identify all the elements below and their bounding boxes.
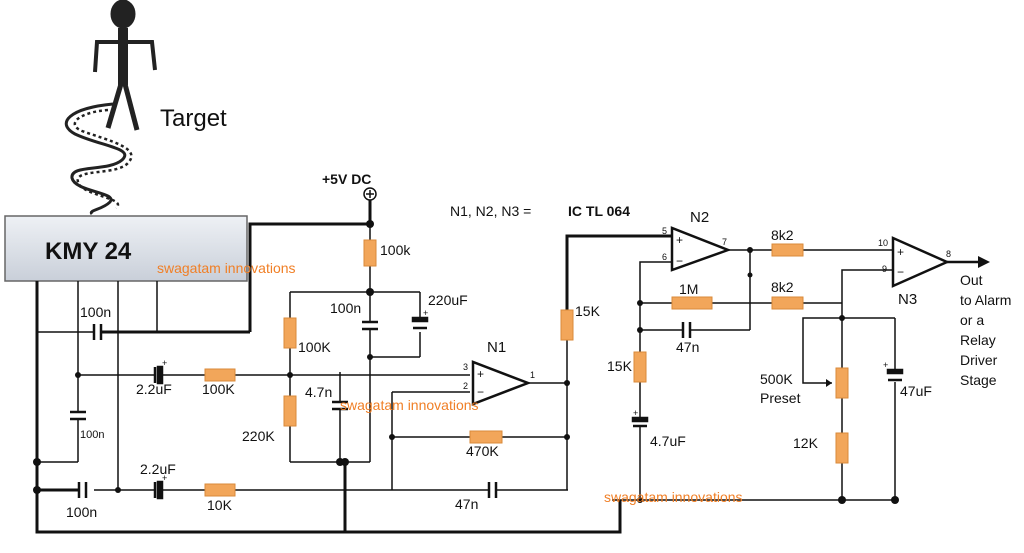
preset-500k xyxy=(835,367,849,399)
svg-text:8: 8 xyxy=(946,249,951,259)
svg-text:Preset: Preset xyxy=(760,390,801,406)
resistor-100k-series xyxy=(204,368,236,382)
target-person-icon xyxy=(93,0,157,131)
ic-note-prefix: N1, N2, N3 = xyxy=(450,203,531,219)
svg-text:+: + xyxy=(633,408,638,418)
svg-text:9: 9 xyxy=(882,264,887,274)
resistor-12k xyxy=(835,432,849,464)
svg-text:10: 10 xyxy=(878,238,888,248)
svg-text:220uF: 220uF xyxy=(428,292,468,308)
opamp-n2-label: N2 xyxy=(690,209,709,226)
watermark-text: swagatam innovations xyxy=(157,260,296,276)
svg-text:Stage: Stage xyxy=(960,372,997,388)
svg-text:1: 1 xyxy=(530,370,535,380)
infrared-wave-icon xyxy=(64,102,133,216)
resistor-100k-top xyxy=(363,239,377,267)
svg-text:2: 2 xyxy=(463,381,468,391)
resistors xyxy=(204,239,849,497)
component-labels: +5V DC N1, N2, N3 = IC TL 064 100k 220uF… xyxy=(66,171,932,520)
resistor-470k xyxy=(469,430,503,444)
svg-text:+: + xyxy=(162,473,167,483)
svg-text:2.2uF: 2.2uF xyxy=(140,461,176,477)
svg-text:+: + xyxy=(883,360,888,370)
svg-text:Driver: Driver xyxy=(960,352,998,368)
supply-terminal-icon xyxy=(363,187,377,201)
svg-text:15K: 15K xyxy=(607,358,633,374)
svg-text:100K: 100K xyxy=(202,381,235,397)
svg-text:−: − xyxy=(477,385,484,399)
svg-text:100n: 100n xyxy=(66,504,97,520)
svg-text:220K: 220K xyxy=(242,428,275,444)
sensor-label: KMY 24 xyxy=(45,238,132,265)
svg-text:or a: or a xyxy=(960,312,984,328)
svg-text:100k: 100k xyxy=(380,242,411,258)
opamp-n1-label: N1 xyxy=(487,339,506,356)
watermarks: swagatam innovations swagatam innovation… xyxy=(157,260,743,505)
resistor-8k2-bottom xyxy=(771,296,804,310)
svg-text:100n: 100n xyxy=(80,304,111,320)
svg-text:15K: 15K xyxy=(575,303,601,319)
svg-text:−: − xyxy=(897,265,904,279)
target-label: Target xyxy=(160,105,227,132)
kmy24-sensor-module xyxy=(4,215,248,282)
svg-text:Relay: Relay xyxy=(960,332,996,348)
svg-text:10K: 10K xyxy=(207,497,233,513)
resistor-15k-left xyxy=(633,351,647,383)
svg-text:Out: Out xyxy=(960,272,983,288)
svg-text:47n: 47n xyxy=(455,496,478,512)
capacitors xyxy=(70,316,904,500)
svg-text:+: + xyxy=(162,358,167,368)
svg-text:+: + xyxy=(477,367,484,381)
resistor-220k xyxy=(283,395,297,427)
output-label: Out to Alarm or a Relay Driver Stage xyxy=(960,272,1011,388)
resistor-10k xyxy=(204,483,236,497)
svg-text:+: + xyxy=(897,245,904,259)
svg-text:6: 6 xyxy=(662,252,667,262)
svg-text:470K: 470K xyxy=(466,443,499,459)
svg-text:12K: 12K xyxy=(793,435,819,451)
svg-text:1M: 1M xyxy=(679,281,698,297)
resistor-8k2-top xyxy=(771,243,804,257)
svg-text:2.2uF: 2.2uF xyxy=(136,381,172,397)
watermark-text: swagatam innovations xyxy=(340,397,479,413)
resistor-1m xyxy=(671,296,713,310)
opamp-n2: + − 5 6 7 N2 xyxy=(662,209,732,272)
opamp-n3-label: N3 xyxy=(898,291,917,308)
svg-text:3: 3 xyxy=(463,362,468,372)
watermark-text: swagatam innovations xyxy=(604,489,743,505)
supply-label: +5V DC xyxy=(322,171,371,187)
opamp-n3: + − 10 9 8 N3 xyxy=(878,236,951,308)
resistor-100k-divider xyxy=(283,317,297,349)
ic-note-value: IC TL 064 xyxy=(568,203,630,219)
svg-text:4.7uF: 4.7uF xyxy=(650,433,686,449)
svg-text:100n: 100n xyxy=(330,300,361,316)
output-arrow-icon xyxy=(978,256,990,268)
svg-text:500K: 500K xyxy=(760,371,793,387)
svg-text:47n: 47n xyxy=(676,339,699,355)
svg-text:4.7n: 4.7n xyxy=(305,384,332,400)
svg-text:to Alarm: to Alarm xyxy=(960,292,1011,308)
svg-text:47uF: 47uF xyxy=(900,383,932,399)
resistor-15k-right xyxy=(560,309,574,341)
opamp-n1: + − 3 2 1 N1 xyxy=(463,339,535,406)
svg-text:100n: 100n xyxy=(80,429,104,441)
junction-dots xyxy=(33,220,899,504)
svg-text:+: + xyxy=(676,233,683,247)
svg-text:+: + xyxy=(423,308,428,318)
polarity-marks: + + + + + xyxy=(162,308,888,483)
svg-text:5: 5 xyxy=(662,226,667,236)
svg-text:100K: 100K xyxy=(298,339,331,355)
svg-text:8k2: 8k2 xyxy=(771,227,794,243)
svg-text:−: − xyxy=(676,254,683,268)
preset-wiper-icon xyxy=(826,379,832,387)
svg-text:8k2: 8k2 xyxy=(771,279,794,295)
svg-text:7: 7 xyxy=(722,237,727,247)
